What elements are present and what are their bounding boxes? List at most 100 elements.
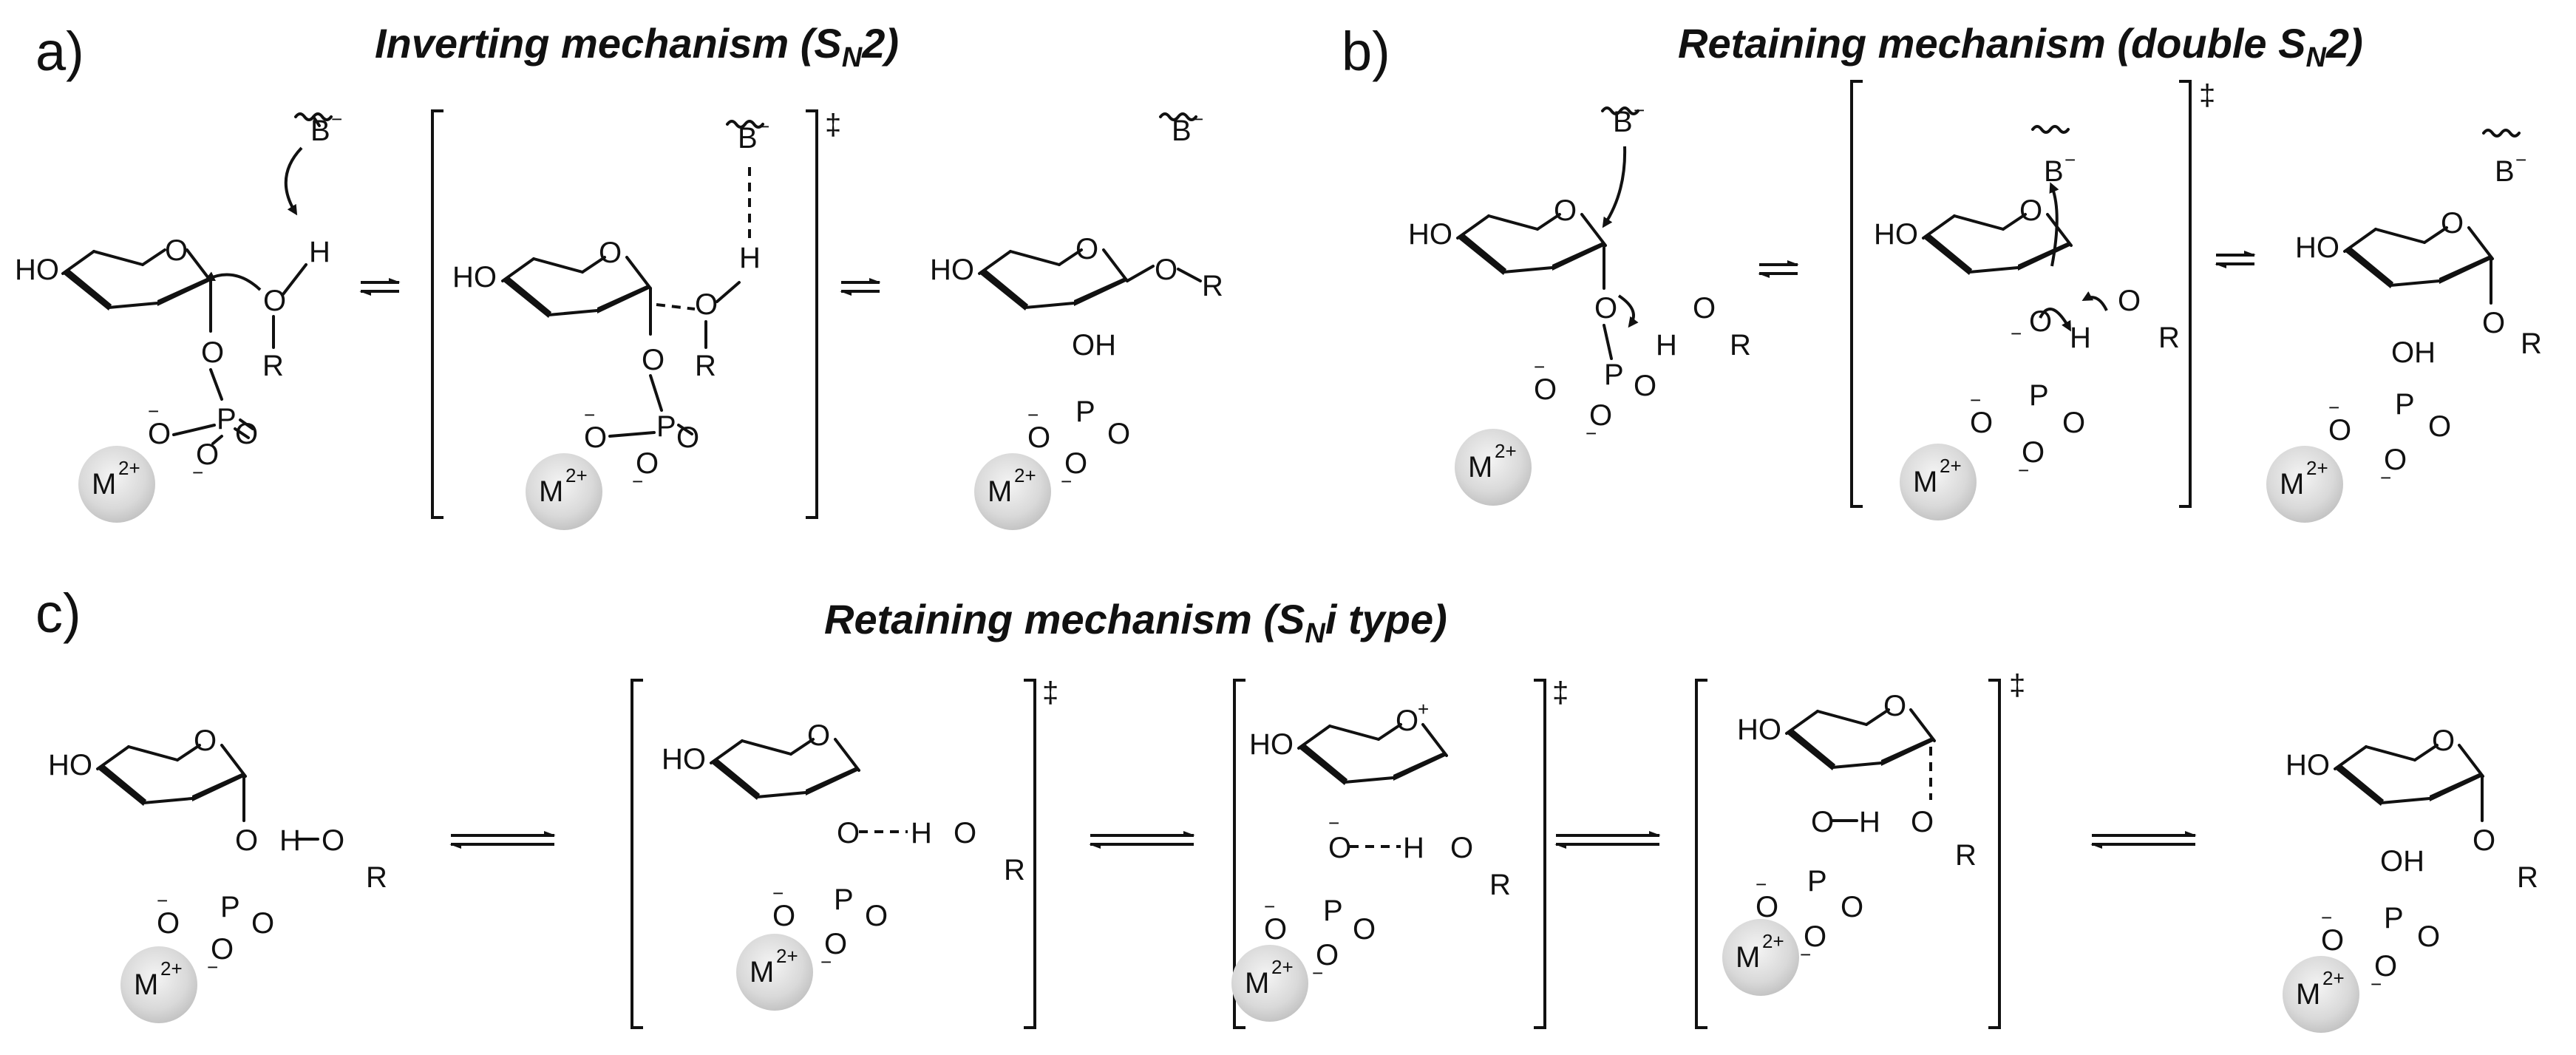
svg-text:‡: ‡ — [825, 109, 841, 141]
svg-text:H: H — [309, 236, 330, 268]
svg-text:O: O — [1534, 373, 1557, 406]
equilibrium-arrow — [2215, 251, 2256, 268]
svg-text:P: P — [1075, 396, 1095, 428]
svg-text:P: P — [656, 410, 676, 443]
svg-text:P: P — [220, 891, 240, 923]
svg-text:−: − — [2018, 459, 2029, 481]
panel-c-title: Retaining mechanism (S — [824, 596, 1305, 642]
svg-text:−: − — [1027, 404, 1039, 426]
svg-text:2+: 2+ — [118, 457, 140, 479]
svg-text:M: M — [988, 475, 1012, 508]
svg-text:O: O — [2441, 207, 2464, 240]
svg-text:O: O — [2384, 444, 2407, 476]
svg-text:O: O — [235, 824, 258, 857]
svg-text:M: M — [1913, 466, 1937, 498]
svg-text:OH: OH — [2391, 336, 2436, 369]
svg-text:O: O — [157, 907, 180, 940]
svg-text:OH: OH — [1072, 329, 1116, 362]
svg-text:O: O — [211, 933, 234, 966]
svg-text:O: O — [1554, 194, 1577, 227]
svg-text:R: R — [1004, 854, 1025, 886]
svg-text:Retaining mechanism (SNi type): Retaining mechanism (SNi type) — [824, 596, 1447, 649]
svg-text:O: O — [636, 447, 659, 480]
svg-text:O: O — [1027, 421, 1050, 454]
svg-text:−: − — [207, 956, 218, 978]
svg-text:O: O — [1396, 705, 1418, 737]
svg-text:O: O — [1064, 447, 1087, 480]
svg-text:2+: 2+ — [160, 957, 183, 980]
svg-text:R: R — [1730, 329, 1751, 362]
svg-text:O: O — [1589, 399, 1612, 432]
svg-text:H: H — [911, 817, 932, 849]
svg-text:−: − — [820, 951, 832, 973]
svg-text:R: R — [1955, 839, 1977, 872]
svg-text:O: O — [196, 438, 219, 471]
svg-text:M: M — [750, 956, 774, 988]
svg-text:O: O — [1353, 913, 1376, 946]
svg-text:O: O — [2022, 436, 2045, 469]
svg-text:HO: HO — [1408, 218, 1452, 251]
svg-text:R: R — [2521, 328, 2542, 360]
svg-text:M: M — [2280, 468, 2304, 501]
svg-text:R: R — [695, 350, 716, 382]
svg-text:P: P — [1323, 895, 1343, 927]
svg-text:O: O — [2019, 194, 2042, 227]
svg-text:‡: ‡ — [1042, 676, 1058, 709]
panel-b-title: Retaining mechanism (double S — [1678, 20, 2305, 67]
svg-text:HO: HO — [2286, 749, 2330, 781]
svg-text:−: − — [1061, 470, 1072, 492]
svg-text:−: − — [192, 461, 203, 484]
svg-text:M: M — [2296, 978, 2320, 1011]
svg-text:O: O — [584, 421, 607, 454]
svg-text:R: R — [2517, 861, 2538, 894]
svg-text:−: − — [1756, 873, 1767, 895]
svg-text:−: − — [1328, 812, 1339, 834]
svg-text:O: O — [2118, 285, 2141, 317]
metal-ion — [526, 453, 602, 530]
svg-text:−: − — [2064, 149, 2076, 171]
svg-text:−: − — [2328, 396, 2339, 418]
svg-text:P: P — [2029, 379, 2049, 412]
panel-c: c) Retaining mechanism (SNi type) HO O O… — [35, 583, 2538, 1033]
svg-text:‡: ‡ — [1552, 676, 1569, 709]
svg-text:−: − — [758, 115, 769, 138]
svg-text:O: O — [2473, 824, 2495, 857]
svg-text:O: O — [1634, 370, 1656, 402]
svg-text:O: O — [1883, 690, 1906, 722]
equilibrium-arrow — [2090, 831, 2197, 849]
svg-text:M: M — [1245, 967, 1269, 1000]
svg-text:−: − — [1264, 895, 1275, 917]
svg-text:2+: 2+ — [2322, 967, 2345, 989]
svg-text:O: O — [2328, 414, 2351, 447]
svg-text:O: O — [1841, 891, 1863, 923]
metal-ion — [2283, 956, 2359, 1033]
svg-text:HO: HO — [662, 743, 706, 776]
svg-text:‡: ‡ — [2009, 669, 2025, 702]
svg-text:O: O — [1811, 806, 1834, 838]
svg-text:HO: HO — [1737, 713, 1781, 746]
svg-text:2+: 2+ — [1940, 455, 1962, 477]
svg-text:O: O — [642, 344, 665, 376]
svg-text:O: O — [251, 907, 274, 940]
svg-text:O: O — [1756, 891, 1778, 923]
svg-text:−: − — [2321, 906, 2332, 929]
svg-text:−: − — [2515, 149, 2526, 171]
svg-text:Inverting mechanism (SN2): Inverting mechanism (SN2) — [375, 20, 899, 73]
metal-ion — [1455, 429, 1532, 506]
svg-text:Retaining mechanism (double SN: Retaining mechanism (double SN2) — [1678, 20, 2363, 73]
svg-text:−: − — [1970, 389, 1981, 411]
svg-text:B: B — [2495, 155, 2515, 188]
equilibrium-arrow — [449, 831, 556, 849]
svg-text:H: H — [1859, 806, 1880, 838]
panel-c-letter: c) — [35, 583, 81, 644]
svg-text:O: O — [824, 928, 847, 960]
svg-text:O: O — [165, 234, 188, 267]
svg-text:O: O — [1155, 254, 1177, 286]
